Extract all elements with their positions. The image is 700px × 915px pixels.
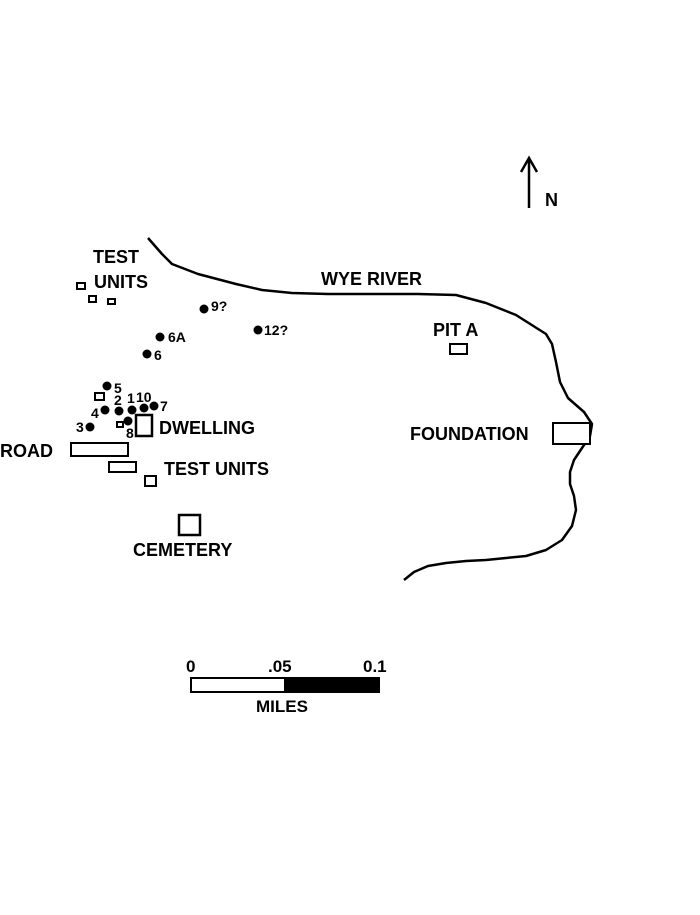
scale-tick-01: 0.1 <box>363 657 387 676</box>
point-12: 12? <box>253 322 288 338</box>
point-label: 3 <box>76 419 84 435</box>
point-label: 2 <box>114 392 122 408</box>
test-units-northwest <box>76 282 116 305</box>
point-1: 1 <box>127 390 137 415</box>
cemetery-marker <box>177 513 202 537</box>
point-6: 6 <box>142 347 162 363</box>
point-label: 7 <box>160 398 168 414</box>
point-label: 12? <box>264 322 288 338</box>
scale-tick-0: 0 <box>186 657 195 676</box>
point-8: 8 <box>123 416 134 441</box>
test-units-south <box>108 461 157 487</box>
point-7: 7 <box>149 398 168 414</box>
river-shoreline <box>147 237 594 581</box>
point-3: 3 <box>76 419 95 435</box>
point-label: 5 <box>114 380 122 396</box>
scale-unit-label: MILES <box>256 697 308 716</box>
point-label: 4 <box>91 405 99 421</box>
point-4: 4 <box>91 405 110 421</box>
scale-segment-black <box>284 677 380 693</box>
point-label: 9? <box>211 298 227 314</box>
road-label: ROAD <box>0 441 53 461</box>
test-units-nw-label-line2: UNITS <box>94 272 148 292</box>
point-label: 6A <box>168 329 186 345</box>
scale-bar: 0 .05 0.1 MILES <box>186 657 387 716</box>
small-unit-marker <box>116 421 124 428</box>
scale-tick-05: .05 <box>268 657 292 676</box>
pit-a-label: PIT A <box>433 320 478 340</box>
foundation-marker <box>552 422 591 445</box>
test-units-south-label: TEST UNITS <box>164 459 269 479</box>
foundation-label: FOUNDATION <box>410 424 529 444</box>
road-marker <box>70 442 129 457</box>
north-label: N <box>545 190 558 210</box>
scale-segment-white <box>190 677 286 693</box>
point-label: 1 <box>127 390 135 406</box>
point-9: 9? <box>199 298 227 314</box>
point-label: 10 <box>136 389 152 405</box>
point-label: 6 <box>154 347 162 363</box>
test-units-nw-label-line1: TEST <box>93 247 139 267</box>
north-arrow: N <box>519 155 558 210</box>
cemetery-label: CEMETERY <box>133 540 232 560</box>
pit-a-marker <box>449 343 468 355</box>
point-5: 5 <box>94 380 122 401</box>
point-label: 8 <box>126 425 134 441</box>
point-2: 2 <box>114 392 124 416</box>
dwelling-label: DWELLING <box>159 418 255 438</box>
point-10: 10 <box>136 389 152 413</box>
river-label: WYE RIVER <box>321 269 422 289</box>
dwelling-marker <box>134 413 154 438</box>
point-6a: 6A <box>155 329 186 345</box>
